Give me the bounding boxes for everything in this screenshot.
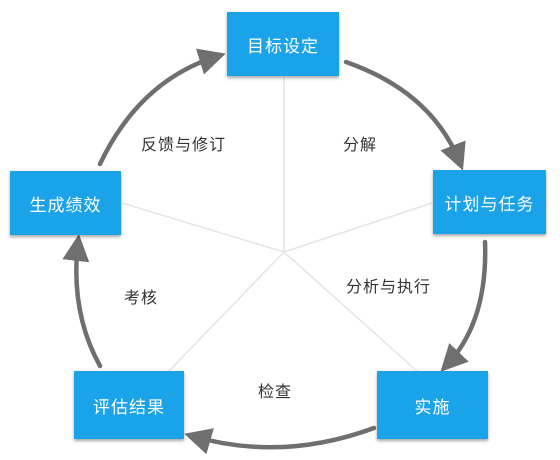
cycle-arrow xyxy=(440,239,488,372)
node-evaluate: 评估结果 xyxy=(74,371,184,439)
spoke-line xyxy=(121,202,285,253)
step-analyze-execute: 分析与执行 xyxy=(346,277,432,296)
cycle-arrows xyxy=(62,48,488,455)
spoke-lines xyxy=(121,78,433,373)
cycle-arrow xyxy=(184,425,377,455)
step-feedback: 反馈与修订 xyxy=(141,135,227,154)
cycle-arrow xyxy=(62,233,103,369)
node-set-goals: 目标设定 xyxy=(227,12,339,76)
node-performance: 生成绩效 xyxy=(10,171,121,235)
step-assess: 考核 xyxy=(124,288,159,307)
node-plan: 计划与任务 xyxy=(433,170,546,234)
spoke-line xyxy=(167,251,285,373)
cycle-arrow xyxy=(343,59,466,171)
step-decompose: 分解 xyxy=(343,135,378,154)
spoke-line xyxy=(283,251,419,373)
step-inspect: 检查 xyxy=(258,382,293,401)
node-implement: 实施 xyxy=(377,371,488,439)
cycle-arrow xyxy=(97,48,226,167)
spoke-line xyxy=(283,202,433,253)
